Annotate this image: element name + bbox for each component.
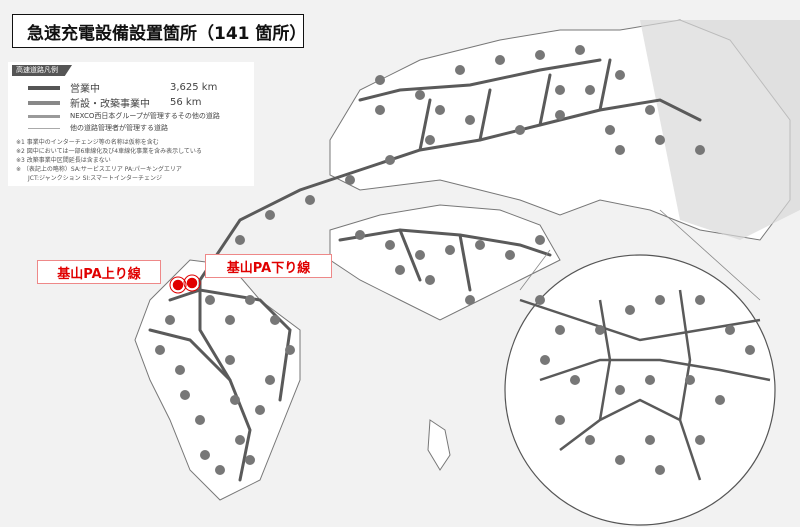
charger-location-dot: [645, 375, 655, 385]
charger-location-dot: [265, 375, 275, 385]
kinki-inset: [504, 254, 776, 526]
page-title: 急速充電設備設置箇所（141 箇所）: [12, 14, 306, 48]
charger-location-dot: [305, 195, 315, 205]
charger-location-dot: [415, 250, 425, 260]
charger-location-dot: [355, 230, 365, 240]
charger-location-dot: [585, 85, 595, 95]
charger-location-dot: [225, 355, 235, 365]
charger-location-dot: [605, 125, 615, 135]
legend-item-nexco-other: NEXCO西日本グループが管理するその他の道路: [28, 111, 220, 121]
expressway-lines: [148, 58, 702, 482]
charger-location-dot: [155, 345, 165, 355]
charger-location-dot: [345, 175, 355, 185]
legend-item-other-managers: 他の道路管理者が管理する道路: [28, 123, 168, 133]
charger-location-dot: [435, 105, 445, 115]
shikoku-landmass: [329, 204, 561, 321]
charger-location-dot: [535, 235, 545, 245]
charger-location-dot: [695, 435, 705, 445]
charger-location-dot: [270, 315, 280, 325]
charger-location-dot: [245, 295, 255, 305]
charger-location-dot: [695, 295, 705, 305]
charger-location-dot: [215, 465, 225, 475]
charger-location-dot: [395, 265, 405, 275]
charger-location-dot: [195, 415, 205, 425]
charger-location-dot: [200, 450, 210, 460]
charger-location-dot: [745, 345, 755, 355]
charger-location-dot: [655, 135, 665, 145]
charger-location-dot: [455, 65, 465, 75]
charger-location-dot: [615, 70, 625, 80]
legend-item-under-construction: 新設・改築事業中 56 km: [28, 95, 201, 110]
legend-item-open: 営業中 3,625 km: [28, 80, 217, 95]
kyushu-landmass: [134, 259, 301, 501]
charger-location-dot: [615, 455, 625, 465]
charger-location-dot: [655, 465, 665, 475]
charger-location-dot: [375, 75, 385, 85]
charger-location-dot: [385, 155, 395, 165]
charger-location-dot: [695, 145, 705, 155]
charger-location-dot: [445, 245, 455, 255]
callout-kiyama-pa-up: 基山PA上り線: [37, 260, 161, 284]
charger-location-dot: [555, 85, 565, 95]
charger-location-dot: [515, 125, 525, 135]
charger-location-dot: [235, 435, 245, 445]
charger-location-dot: [725, 325, 735, 335]
charger-location-dot: [535, 295, 545, 305]
kiyama-pa-down-marker: [185, 276, 199, 290]
charger-location-dot: [595, 325, 605, 335]
charger-location-dot: [265, 210, 275, 220]
charger-location-dot: [505, 250, 515, 260]
charger-location-dot: [615, 145, 625, 155]
charger-location-dot: [685, 375, 695, 385]
charger-location-dot: [585, 435, 595, 445]
charger-location-dot: [225, 315, 235, 325]
charger-location-dot: [165, 315, 175, 325]
callout-kiyama-pa-down: 基山PA下り線: [205, 254, 332, 278]
charger-location-dot: [235, 235, 245, 245]
charger-location-dot: [230, 395, 240, 405]
charger-location-dot: [535, 50, 545, 60]
charger-location-dot: [645, 435, 655, 445]
charger-location-dot: [385, 240, 395, 250]
charger-location-dot: [425, 275, 435, 285]
charger-location-dot: [245, 455, 255, 465]
legend-notes: ※1 事業中のインターチェンジ等の名称は仮称を含む ※2 図中においては一部6車…: [16, 139, 202, 182]
charger-location-dot: [715, 395, 725, 405]
kiyama-pa-up-marker: [171, 278, 185, 292]
charger-location-dot: [375, 105, 385, 115]
charger-location-dot: [180, 390, 190, 400]
charger-location-dot: [425, 135, 435, 145]
charger-location-dots: [155, 45, 755, 475]
inset-roads: [519, 289, 771, 481]
charger-location-dot: [475, 240, 485, 250]
charger-location-dot: [465, 295, 475, 305]
charger-location-dot: [205, 295, 215, 305]
charger-location-dot: [415, 90, 425, 100]
kinki-shaded-area: [640, 20, 800, 240]
charger-location-dot: [575, 45, 585, 55]
legend: 高速道路凡例 営業中 3,625 km 新設・改築事業中 56 km NEXCO…: [8, 62, 254, 186]
charger-location-dot: [570, 375, 580, 385]
charger-location-dot: [540, 355, 550, 365]
charger-location-dot: [285, 345, 295, 355]
charger-location-dot: [615, 385, 625, 395]
charger-location-dot: [655, 295, 665, 305]
charger-location-dot: [645, 105, 655, 115]
charger-location-dot: [555, 110, 565, 120]
charger-location-dot: [555, 415, 565, 425]
charger-location-dot: [625, 305, 635, 315]
charger-location-dot: [465, 115, 475, 125]
charger-location-dot: [255, 405, 265, 415]
charger-location-dot: [555, 325, 565, 335]
okinawa-islands: [427, 419, 451, 471]
charger-location-dot: [495, 55, 505, 65]
legend-heading: 高速道路凡例: [12, 65, 72, 76]
charger-location-dot: [175, 365, 185, 375]
